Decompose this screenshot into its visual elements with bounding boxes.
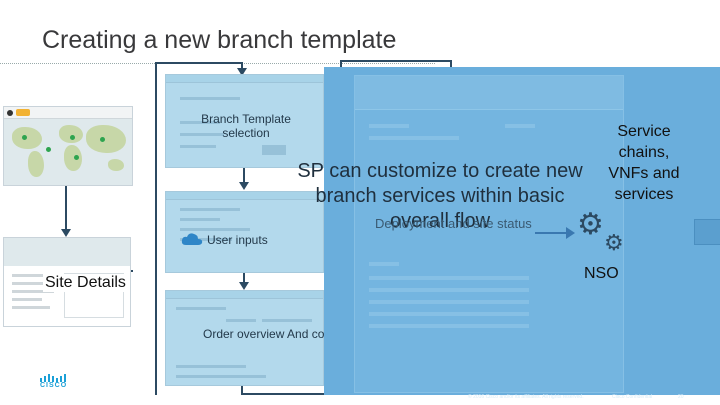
branch-template-panel[interactable]: [165, 74, 324, 168]
gear-icon: ⚙: [604, 230, 624, 255]
connector-line: [131, 270, 133, 272]
ui-line: [369, 124, 409, 128]
badge-icon: [16, 109, 30, 116]
service-chains-label: Service chains, VNFs and services: [608, 123, 680, 203]
detail-card: [64, 273, 124, 318]
site-marker-icon: [22, 135, 27, 140]
router-device-icon: [694, 219, 720, 245]
site-marker-icon: [70, 135, 75, 140]
connector-line: [241, 393, 324, 395]
panel-line: [180, 208, 240, 211]
user-inputs-panel[interactable]: [165, 191, 324, 273]
connector-line: [241, 62, 243, 70]
panel-line: [180, 133, 224, 136]
panel-header: [166, 75, 323, 83]
panel-line: [180, 97, 240, 100]
ui-map-strip: [355, 76, 623, 110]
continent-shape: [86, 125, 126, 153]
branch-template-label: Branch Template selection: [201, 112, 291, 140]
cisco-logo-icon: [40, 374, 66, 382]
panel-line: [180, 238, 232, 241]
ui-line: [369, 300, 529, 304]
ui-line: [369, 262, 399, 266]
detail-line: [12, 290, 54, 293]
connector-line: [450, 60, 452, 70]
arrow-down-icon: [61, 229, 71, 237]
panel-line: [226, 319, 256, 322]
main-message: SP can customize to create new branch se…: [297, 160, 583, 232]
connector-line: [241, 386, 243, 395]
continent-shape: [28, 151, 44, 177]
arrow-down-icon: [239, 282, 249, 290]
deployment-overlay: [324, 67, 720, 395]
detail-line: [12, 282, 46, 285]
panel-line: [180, 145, 216, 148]
world-map-thumbnail: [3, 106, 133, 186]
connector-line: [243, 168, 245, 182]
continent-shape: [12, 127, 42, 149]
continent-shape: [59, 125, 83, 143]
panel-line: [176, 307, 226, 310]
panel-line: [176, 365, 246, 368]
ui-line: [369, 276, 529, 280]
connector-line: [155, 62, 243, 64]
panel-line: [180, 218, 220, 221]
deployment-status-label: Deployment and site status: [375, 216, 532, 231]
continent-shape: [64, 145, 82, 171]
ui-line: [369, 312, 529, 316]
order-overview-panel[interactable]: [165, 290, 324, 386]
ui-line: [369, 288, 529, 292]
app-logo-icon: [7, 110, 13, 116]
connector-line: [65, 186, 67, 234]
panel-line: [262, 319, 312, 322]
site-details-label: Site Details: [43, 274, 128, 292]
site-marker-icon: [46, 147, 51, 152]
panel-line: [176, 375, 266, 378]
gear-icon: ⚙: [577, 208, 604, 241]
continent-shape: [108, 159, 124, 171]
detail-line: [12, 298, 42, 301]
footer-confidential: Cisco Confidential: [612, 394, 653, 400]
user-inputs-label: User inputs: [207, 233, 268, 247]
arrow-right-icon: [535, 227, 575, 239]
connector-line: [340, 60, 452, 62]
site-marker-icon: [74, 155, 79, 160]
panel-button: [262, 145, 286, 155]
site-marker-icon: [100, 137, 105, 142]
footer-copyright: © 2016 Cisco and/or its affiliates. All …: [468, 394, 584, 400]
detail-line: [12, 274, 52, 277]
slide-title: Creating a new branch template: [42, 26, 397, 54]
connector-line: [340, 60, 342, 68]
panel-header: [166, 192, 323, 200]
detail-line: [12, 306, 50, 309]
cloud-icon: [181, 233, 203, 245]
ui-line: [369, 136, 459, 140]
arrow-down-icon: [239, 182, 249, 190]
ui-line: [505, 124, 535, 128]
panel-line: [180, 228, 250, 231]
site-map-strip: [4, 238, 130, 266]
nso-label: NSO: [584, 265, 619, 282]
thumbnail-toolbar: [4, 107, 132, 119]
connector-line: [155, 62, 157, 395]
cisco-logo-text: CISCO: [40, 382, 68, 389]
arrow-down-icon: [237, 68, 247, 76]
panel-line: [180, 121, 220, 124]
ui-line: [369, 324, 529, 328]
panel-header: [166, 291, 323, 299]
page-number: 20: [678, 394, 684, 400]
deployment-ui-screenshot: [354, 75, 624, 393]
connector-line: [243, 273, 245, 283]
